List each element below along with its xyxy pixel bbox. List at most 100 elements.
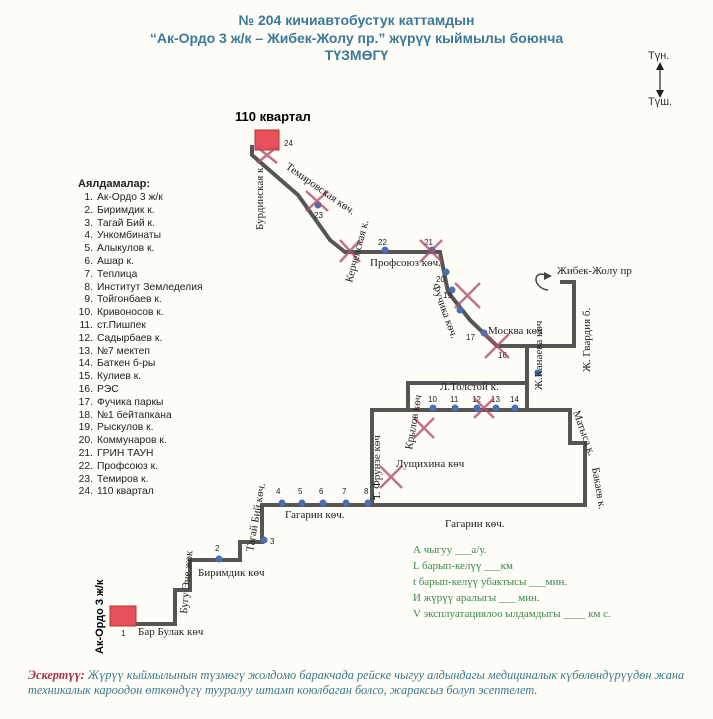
footnote: Эскертүү: Жүрүү кыймылынын түзмөгү жолдо… — [28, 668, 693, 698]
terminal-south — [109, 605, 137, 627]
list-item: 2.Биримдик к. — [84, 204, 155, 216]
list-item: 4.Ункомбинаты — [84, 230, 162, 242]
stop-3 — [260, 536, 268, 544]
list-item: 22.Профсоюз к. — [78, 460, 158, 472]
stop-number: 4 — [276, 487, 281, 496]
list-item: 17.Фучика паркы — [78, 396, 164, 408]
street-label-tolstoy: Л.Толстой к. — [440, 381, 499, 393]
street-label-zhibek-zholu: Жибек-Жолу пр — [557, 265, 632, 277]
stop-number: 6 — [319, 487, 324, 496]
list-item: 23.Темиров к. — [78, 473, 149, 485]
param-l: L барып-келүү ___км — [413, 560, 513, 572]
stop-15 — [534, 369, 542, 377]
cross-mark-icon — [256, 146, 278, 164]
stop-8 — [364, 499, 372, 507]
stop-number: 5 — [298, 487, 303, 496]
street-label-bar-bulak: Бар Булак кѳч — [138, 626, 204, 638]
list-item: 10.Кривоносов к. — [78, 307, 164, 319]
stop-number: 19 — [443, 291, 452, 300]
stops-list: 1.Ак-Ордо 3 ж/к 2.Биримдик к. 3.Тагай Би… — [78, 192, 203, 499]
stop-7 — [342, 499, 350, 507]
stop-6 — [319, 499, 327, 507]
terminal-north-number: 24 — [284, 139, 293, 148]
list-item: 24.110 квартал — [78, 486, 154, 498]
stop-5 — [298, 499, 306, 507]
list-item: 8.Институт Земледелия — [84, 281, 203, 293]
stop-number: 16 — [498, 351, 507, 360]
street-label-gagarin-right: Гагарин кѳч. — [445, 518, 505, 530]
cross-mark-icon — [413, 417, 435, 439]
stop-number: 21 — [424, 238, 433, 247]
title-line-1: № 204 кичиавтобустук каттамдын — [238, 12, 475, 28]
terminal-south-number: 1 — [121, 629, 126, 638]
cross-mark-icon — [419, 239, 443, 263]
stop-18 — [448, 286, 456, 294]
param-a: А чыгуу ___а/у. — [413, 544, 487, 556]
street-label-birimdik: Биримдик кѳч — [198, 567, 265, 579]
stop-2 — [215, 555, 223, 563]
list-item: 7.Теплица — [84, 268, 138, 280]
compass-arrow-icon — [656, 62, 664, 98]
stop-number: 8 — [364, 487, 369, 496]
street-label-bugu-ene: Бугу Эне жок — [178, 550, 196, 615]
stop-20 — [442, 268, 450, 276]
street-label-kanaeva: Ж.Канаева кѳч — [533, 320, 545, 390]
street-label-frunze: Т. Фрунзе кѳч — [371, 435, 383, 500]
street-label-lushikhina: Лущихина кѳч — [396, 458, 465, 470]
stop-number: 7 — [342, 487, 347, 496]
street-label-burdinskaya: Бурдинская к. — [254, 165, 266, 230]
cross-mark-icon — [473, 397, 495, 419]
list-item: 9.Тойгонбаев к. — [84, 294, 162, 306]
list-item: 13.№7 мектеп — [78, 345, 150, 357]
footnote-label: Эскертүү: — [28, 668, 85, 682]
stop-number: 2 — [215, 544, 220, 553]
cross-mark-icon — [484, 333, 510, 359]
terminal-north — [254, 129, 280, 151]
stop-13 — [492, 404, 500, 412]
stop-number: 10 — [428, 395, 437, 404]
param-v: V эксплуатациялоо ылдамдыгы ____ км с. — [413, 608, 611, 620]
stop-number: 22 — [378, 238, 387, 247]
list-item: 1.Ак-Ордо 3 ж/к — [84, 192, 163, 203]
street-label-profsoyuz: Профсоюз кѳч. — [370, 257, 441, 269]
street-label-temirovskaya: Темировская кѳч. — [283, 161, 357, 218]
cross-mark-icon — [305, 190, 329, 212]
param-i: И жүрүү аралыгы ___ мин. — [413, 592, 540, 604]
cross-mark-icon — [454, 282, 481, 309]
street-label-moskva: Москва кѳч — [488, 325, 543, 337]
stop-number: 17 — [466, 333, 475, 342]
footnote-text: Жүрүү кыймылынын түзмөгү жолдомо баракча… — [28, 668, 685, 697]
compass-south-label: Түш. — [648, 96, 673, 108]
list-item: 14.Баткен б-ры — [78, 358, 156, 370]
stop-10 — [429, 404, 437, 412]
stop-number: 14 — [510, 395, 519, 404]
street-label-bakaev: Бакаев к. — [589, 466, 608, 510]
list-item: 5.Алыкулов к. — [84, 243, 155, 255]
list-item: 12.Садырбаев к. — [78, 332, 163, 344]
cross-mark-icon — [339, 239, 361, 263]
stop-number: 3 — [270, 537, 275, 546]
terminal-south-label: Ак-Ордо 3 ж/к — [94, 579, 106, 654]
stop-11 — [451, 404, 459, 412]
cross-mark-icon — [379, 465, 403, 489]
stop-14 — [511, 404, 519, 412]
stop-12 — [473, 404, 481, 412]
street-label-matysa: Матыса к. — [570, 409, 598, 458]
title-line-3: ТҮЗМӨГҮ — [324, 47, 389, 63]
list-item: 15.Кулиев к. — [78, 371, 142, 383]
list-item: 18.№1 бейтапкана — [78, 409, 172, 421]
street-label-gagarin-left: Гагарин кѳч. — [285, 509, 345, 521]
terminal-north-label: 110 квартал — [235, 109, 311, 124]
route-parameters: А чыгуу ___а/у. L барып-келүү ___км t ба… — [413, 542, 611, 622]
stops-heading: Аялдамалар: — [78, 178, 151, 190]
street-label-gvardiya: Ж. Гвардия б. — [581, 308, 593, 372]
list-item: 16.РЭС — [78, 383, 119, 395]
param-t: t барып-келүү убактысы ___мин. — [413, 576, 568, 588]
compass-north-label: Түн. — [648, 50, 670, 62]
stop-number: 13 — [491, 395, 500, 404]
zhibek-zholu-arrow-icon — [535, 272, 552, 291]
list-item: 11.ст.Пишпек — [79, 319, 146, 331]
stop-number: 23 — [314, 211, 323, 220]
list-item: 21.ГРИН ТАУН — [78, 447, 154, 459]
